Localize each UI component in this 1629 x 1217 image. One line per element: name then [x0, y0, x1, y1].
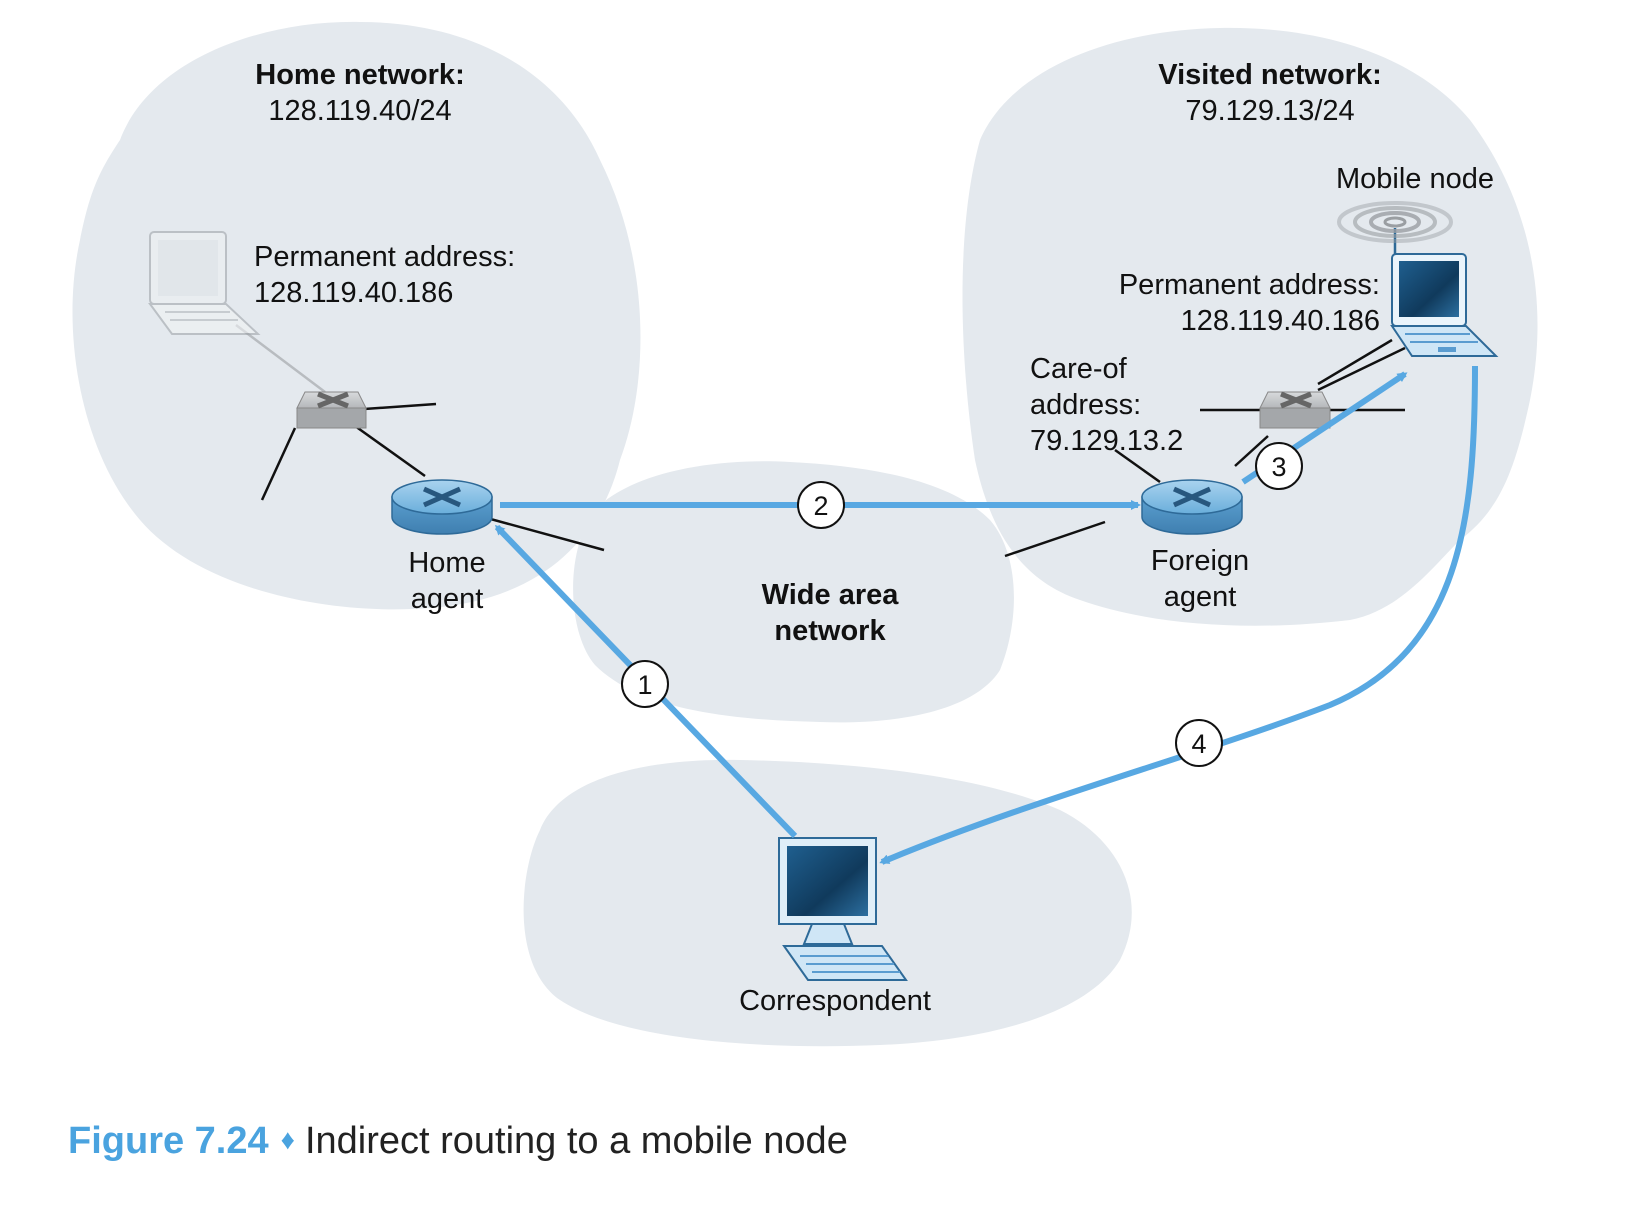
home-switch-icon [296, 391, 367, 429]
step-1-label: 1 [637, 670, 652, 700]
care-of-address-value: 79.129.13.2 [1030, 425, 1184, 457]
home-network-cloud [72, 21, 641, 610]
step-4-circle [1175, 719, 1223, 767]
arrow-step-4 [879, 365, 1478, 865]
wireless-signal-icon [1337, 201, 1453, 243]
wan-label-1: Wide area [761, 579, 899, 611]
care-of-label-2: address: [1030, 389, 1142, 421]
mobile-node-address-value: 128.119.40.186 [1180, 305, 1380, 337]
step-3-label: 3 [1271, 452, 1286, 482]
wan-cloud [573, 461, 1014, 723]
home-agent-router-icon [391, 479, 493, 535]
correspondent-computer-icon [778, 837, 908, 981]
home-agent-label-1: Home [408, 547, 486, 579]
wan-label-2: network [774, 615, 886, 647]
caption-separator: ♦ [280, 1124, 295, 1155]
home-agent-label-2: agent [410, 583, 484, 615]
home-laptop-address-value: 128.119.40.186 [254, 277, 454, 309]
step-1-circle [621, 660, 669, 708]
correspondent-label: Correspondent [739, 985, 931, 1017]
step-2-label: 2 [813, 491, 828, 521]
foreign-agent-router-icon [1141, 479, 1243, 535]
mobile-node-address-label: Permanent address: [1118, 269, 1380, 301]
caption-text: Indirect routing to a mobile node [304, 1120, 848, 1162]
home-laptop-address-label: Permanent address: [254, 241, 516, 273]
figure-number: Figure 7.24 [68, 1120, 269, 1162]
foreign-agent-label-1: Foreign [1150, 545, 1250, 577]
home-laptop-link [235, 324, 326, 393]
mobile-node-title: Mobile node [1336, 163, 1494, 195]
visited-network-cloud [962, 27, 1538, 626]
home-laptop-icon [148, 231, 261, 335]
step-3-circle [1255, 442, 1303, 490]
home-network-subnet: 128.119.40/24 [268, 95, 452, 127]
visited-switch-icon [1259, 391, 1331, 429]
step-markers: 1 2 3 4 [621, 442, 1303, 767]
visited-network-title: Visited network: [1158, 59, 1382, 91]
step-2-circle [797, 481, 845, 529]
visited-network-subnet: 79.129.13/24 [1185, 95, 1355, 127]
care-of-label-1: Care-of [1030, 353, 1127, 385]
home-network-title: Home network: [255, 59, 465, 91]
figure-caption: Figure 7.24 ♦ Indirect routing to a mobile… [68, 1117, 848, 1164]
step-4-label: 4 [1191, 729, 1206, 759]
foreign-agent-label-2: agent [1163, 581, 1237, 613]
